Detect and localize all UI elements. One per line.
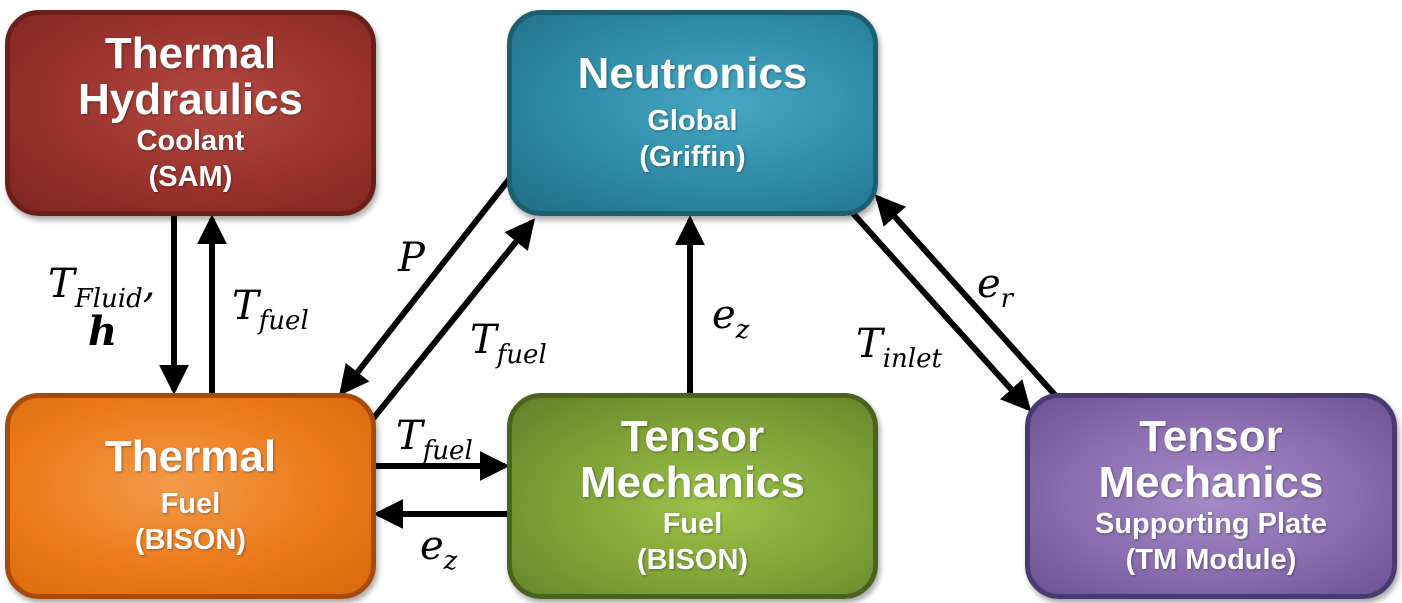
- thermal-hydraulics-code: (SAM): [148, 161, 233, 193]
- label-th-t-fuel-subscript: fuel: [258, 306, 309, 336]
- thermal-hydraulics-subtitle: Coolant: [136, 125, 245, 157]
- label-tm-t-fuel-symbol: T: [396, 413, 423, 459]
- label-th-t-fuel: Tfuel: [232, 284, 309, 343]
- label-neu-t-fuel-subscript: fuel: [496, 340, 547, 370]
- label-t-fluid-symbol: T: [48, 261, 75, 307]
- label-tm-t-fuel: Tfuel: [396, 414, 473, 473]
- label-h: h: [88, 310, 117, 354]
- tensor-mechanics-plate-box: Tensor Mechanics Supporting Plate (TM Mo…: [1025, 393, 1397, 599]
- tensor-mechanics-plate-title-1: Tensor: [1139, 412, 1283, 461]
- label-neu-t-fuel: Tfuel: [470, 318, 547, 377]
- tensor-mechanics-fuel-title-2: Mechanics: [580, 458, 805, 507]
- label-tm-e-z-symbol: e: [420, 523, 444, 569]
- label-tm-t-fuel-subscript: fuel: [422, 436, 473, 466]
- label-e-r: er: [977, 262, 1013, 321]
- label-neu-e-z-subscript: z: [735, 315, 750, 345]
- thermal-hydraulics-title-1: Thermal: [104, 29, 277, 78]
- label-t-fluid: TFluid,: [48, 262, 155, 321]
- label-t-inlet: Tinlet: [856, 322, 942, 381]
- thermal-hydraulics-box: Thermal Hydraulics Coolant (SAM): [5, 10, 376, 216]
- label-power: P: [398, 236, 425, 280]
- label-t-fluid-suffix: ,: [142, 261, 156, 307]
- label-neu-e-z: ez: [712, 293, 749, 352]
- tensor-mechanics-plate-title-2: Mechanics: [1098, 458, 1324, 507]
- arrow-neutronics-to-thermal: [339, 176, 513, 396]
- thermal-fuel-box: Thermal Fuel (BISON): [5, 393, 376, 599]
- tensor-mechanics-fuel-box: Tensor Mechanics Fuel (BISON): [507, 393, 878, 599]
- neutronics-code: (Griffin): [639, 141, 746, 173]
- label-t-inlet-subscript: inlet: [882, 344, 942, 374]
- label-neu-t-fuel-symbol: T: [470, 317, 497, 363]
- arrow-neutronics-to-tm-plate: [847, 207, 1032, 412]
- label-neu-e-z-symbol: e: [712, 292, 736, 338]
- neutronics-subtitle: Global: [647, 105, 738, 137]
- label-power-symbol: P: [398, 235, 425, 281]
- thermal-fuel-subtitle: Fuel: [160, 488, 221, 520]
- label-th-t-fuel-symbol: T: [232, 283, 259, 329]
- tensor-mechanics-plate-code: (TM Module): [1125, 544, 1297, 576]
- label-tm-e-z: ez: [420, 524, 457, 583]
- neutronics-title: Neutronics: [577, 49, 808, 98]
- tensor-mechanics-fuel-title-1: Tensor: [620, 412, 765, 461]
- tensor-mechanics-fuel-subtitle: Fuel: [662, 508, 723, 540]
- thermal-fuel-title: Thermal: [104, 432, 277, 481]
- label-e-r-subscript: r: [1000, 284, 1014, 314]
- arrow-thermal-to-neutronics: [369, 218, 536, 422]
- arrow-tm-plate-to-neutronics: [874, 194, 1058, 398]
- label-tm-e-z-subscript: z: [443, 546, 458, 576]
- label-t-inlet-symbol: T: [856, 321, 883, 367]
- tensor-mechanics-plate-subtitle: Supporting Plate: [1095, 508, 1327, 540]
- label-t-fluid-subscript: Fluid: [74, 284, 143, 314]
- thermal-fuel-code: (BISON): [134, 524, 247, 556]
- tensor-mechanics-fuel-code: (BISON): [636, 544, 749, 576]
- label-e-r-symbol: e: [977, 261, 1001, 307]
- label-h-symbol: h: [88, 308, 118, 355]
- thermal-hydraulics-title-2: Hydraulics: [78, 75, 303, 124]
- neutronics-box: Neutronics Global (Griffin): [507, 10, 878, 216]
